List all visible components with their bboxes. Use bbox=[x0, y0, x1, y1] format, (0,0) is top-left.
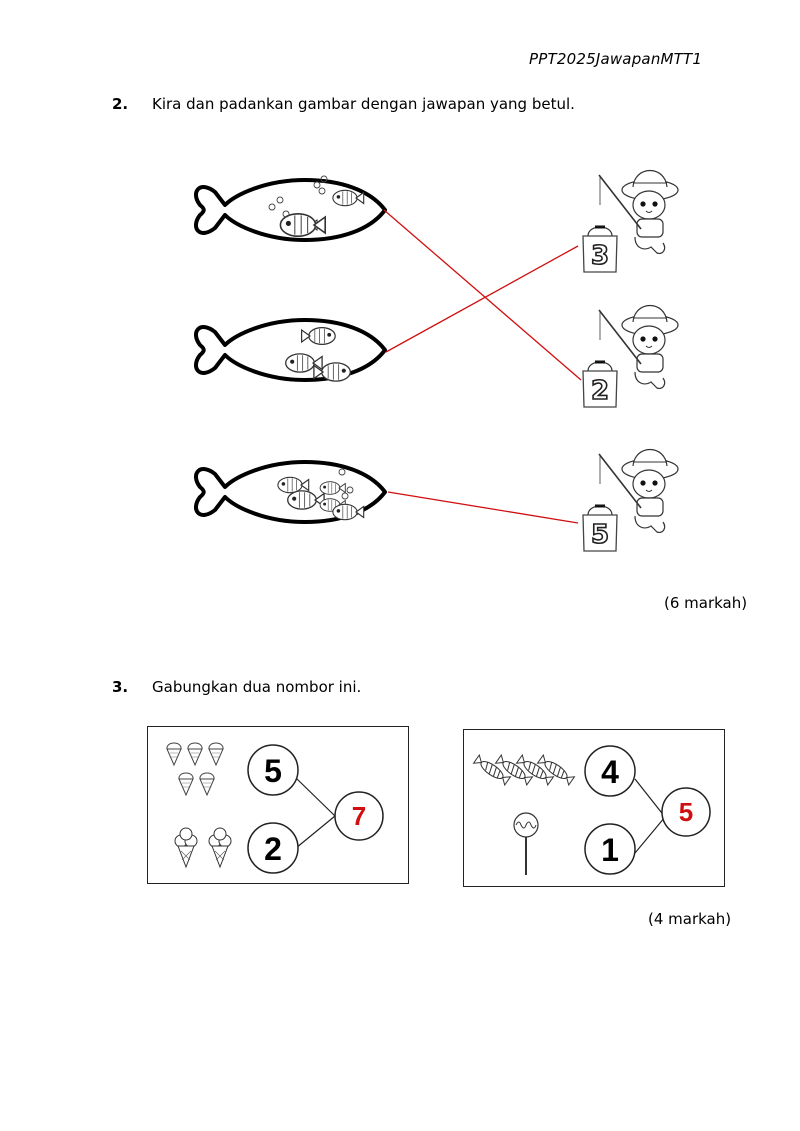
question-2-number: 2. bbox=[112, 95, 129, 113]
bond-2-bottom-number: 1 bbox=[601, 832, 619, 868]
match-line-bowl2-to-bucket3[interactable] bbox=[385, 245, 579, 353]
question-3-marks: (4 markah) bbox=[648, 910, 732, 928]
bond-1-sum-answer[interactable]: 7 bbox=[352, 801, 366, 831]
fish-bowl-3 bbox=[193, 460, 387, 524]
question-2-marks: (6 markah) bbox=[664, 594, 748, 612]
bucket-number-2: 2 bbox=[591, 376, 609, 406]
bucket-number-3: 5 bbox=[591, 520, 609, 550]
bond-2-sum-answer[interactable]: 5 bbox=[679, 797, 693, 827]
question-3-instruction: Gabungkan dua nombor ini. bbox=[152, 678, 362, 696]
fish-bowl-1 bbox=[193, 175, 387, 242]
candy-illustrations: 4 1 5 bbox=[473, 745, 711, 875]
document-code: PPT2025JawapanMTT1 bbox=[529, 50, 703, 68]
ice-cream-illustrations: 5 2 7 bbox=[166, 742, 384, 874]
question-3-number: 3. bbox=[112, 678, 129, 696]
match-line-bowl3-to-bucket5[interactable] bbox=[387, 491, 579, 524]
bucket-number-1: 3 bbox=[591, 241, 609, 271]
number-bond-box-2: 4 1 5 bbox=[463, 729, 725, 887]
question-2-instruction: Kira dan padankan gambar dengan jawapan … bbox=[152, 95, 575, 113]
bond-1-top-number: 5 bbox=[264, 753, 282, 789]
number-bond-box-1: 5 2 7 bbox=[147, 726, 409, 884]
bond-2-top-number: 4 bbox=[601, 754, 619, 790]
match-line-bowl1-to-bucket2[interactable] bbox=[383, 209, 582, 381]
fish-bowl-2 bbox=[193, 318, 387, 382]
bond-1-bottom-number: 2 bbox=[264, 831, 282, 867]
